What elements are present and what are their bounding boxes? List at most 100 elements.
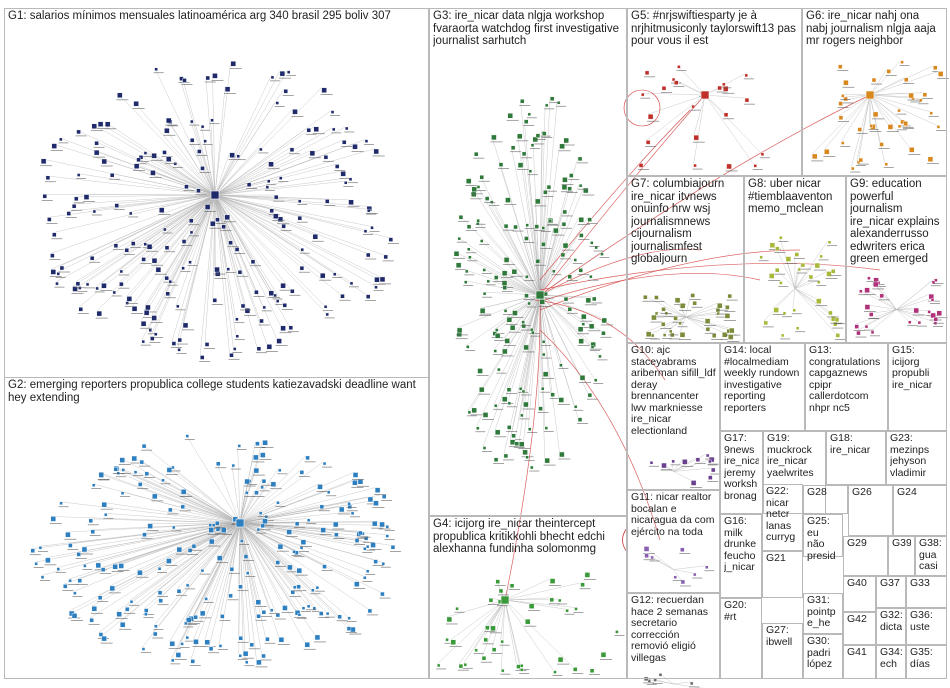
node xyxy=(340,294,345,299)
node xyxy=(214,266,220,273)
node xyxy=(163,227,167,232)
node xyxy=(322,461,327,466)
edge xyxy=(169,522,241,642)
node xyxy=(229,353,234,358)
node xyxy=(541,340,546,344)
edge xyxy=(504,582,581,601)
node xyxy=(261,653,266,659)
node xyxy=(577,417,583,422)
node xyxy=(693,572,697,577)
edge xyxy=(539,131,543,296)
node xyxy=(929,111,933,115)
node xyxy=(313,126,319,132)
node xyxy=(88,518,94,524)
node xyxy=(119,457,125,463)
group-panel-g29: G29 xyxy=(843,536,888,576)
edge xyxy=(476,219,541,296)
node xyxy=(144,608,149,613)
edge xyxy=(446,599,506,618)
edge xyxy=(651,316,686,335)
node xyxy=(514,441,520,446)
node xyxy=(908,320,912,324)
node xyxy=(677,65,681,69)
node xyxy=(693,134,699,141)
edge xyxy=(486,279,541,296)
edge xyxy=(646,316,686,332)
node xyxy=(501,668,505,673)
group-panel-g37: G37 xyxy=(876,576,906,608)
node xyxy=(843,96,848,102)
edge xyxy=(685,311,717,318)
node xyxy=(176,304,180,309)
edge xyxy=(182,78,216,196)
edge xyxy=(214,194,325,306)
group-label: G22: nicar netcr lanas curryg xyxy=(766,486,796,543)
node xyxy=(129,600,134,604)
node xyxy=(334,164,340,169)
group-label: G12: recuerdan hace 2 semanas secretario… xyxy=(631,595,711,664)
edge xyxy=(45,175,216,196)
node xyxy=(541,386,545,391)
edge xyxy=(214,194,274,214)
group-label: G7: columbiajourn ire_nicar itvnews onui… xyxy=(631,178,728,265)
edge xyxy=(50,194,216,270)
node xyxy=(530,143,535,147)
node xyxy=(482,446,487,450)
node xyxy=(323,305,328,309)
edge xyxy=(869,309,897,314)
node xyxy=(292,109,298,115)
edge xyxy=(214,194,298,217)
node xyxy=(827,240,832,244)
node xyxy=(220,614,225,619)
edge xyxy=(50,516,241,524)
node xyxy=(649,461,654,465)
edge xyxy=(501,270,541,296)
node xyxy=(337,614,342,620)
edge xyxy=(648,94,706,115)
edge xyxy=(864,304,897,310)
node xyxy=(590,345,595,349)
edge xyxy=(512,294,541,311)
edge xyxy=(239,504,348,524)
node xyxy=(373,559,378,564)
group-label: G2: emerging reporters propublica colleg… xyxy=(8,379,420,404)
node xyxy=(558,397,564,403)
node xyxy=(800,262,806,268)
node xyxy=(166,558,172,564)
edge xyxy=(506,294,541,388)
edge xyxy=(171,194,216,342)
node xyxy=(92,483,96,487)
edge xyxy=(126,194,216,297)
node xyxy=(859,289,863,293)
node xyxy=(290,590,295,595)
group-panel-g23: G23: mezinps jehyson vladimir xyxy=(886,431,947,485)
edge xyxy=(214,70,288,196)
node xyxy=(330,110,335,114)
edge xyxy=(204,522,241,640)
node xyxy=(819,254,823,259)
node xyxy=(347,616,351,620)
node xyxy=(479,175,484,180)
edge xyxy=(214,152,230,196)
node xyxy=(200,124,205,129)
edge xyxy=(214,194,236,248)
node xyxy=(133,470,138,474)
node xyxy=(326,490,331,495)
node xyxy=(164,245,170,250)
node xyxy=(228,240,233,245)
node xyxy=(562,242,569,249)
node xyxy=(278,637,285,643)
node xyxy=(154,624,158,628)
node xyxy=(199,355,205,360)
node xyxy=(704,318,711,324)
hub-node xyxy=(700,90,710,100)
group-label: G27: ibwell xyxy=(766,625,793,648)
edges-layer xyxy=(30,60,939,688)
node xyxy=(137,570,143,576)
node xyxy=(884,162,888,166)
group-panel-g16: G16: milk drunke feucho j_nicar xyxy=(720,514,762,598)
edge xyxy=(539,222,563,296)
node xyxy=(346,626,352,631)
node xyxy=(502,348,508,355)
node xyxy=(208,527,214,533)
